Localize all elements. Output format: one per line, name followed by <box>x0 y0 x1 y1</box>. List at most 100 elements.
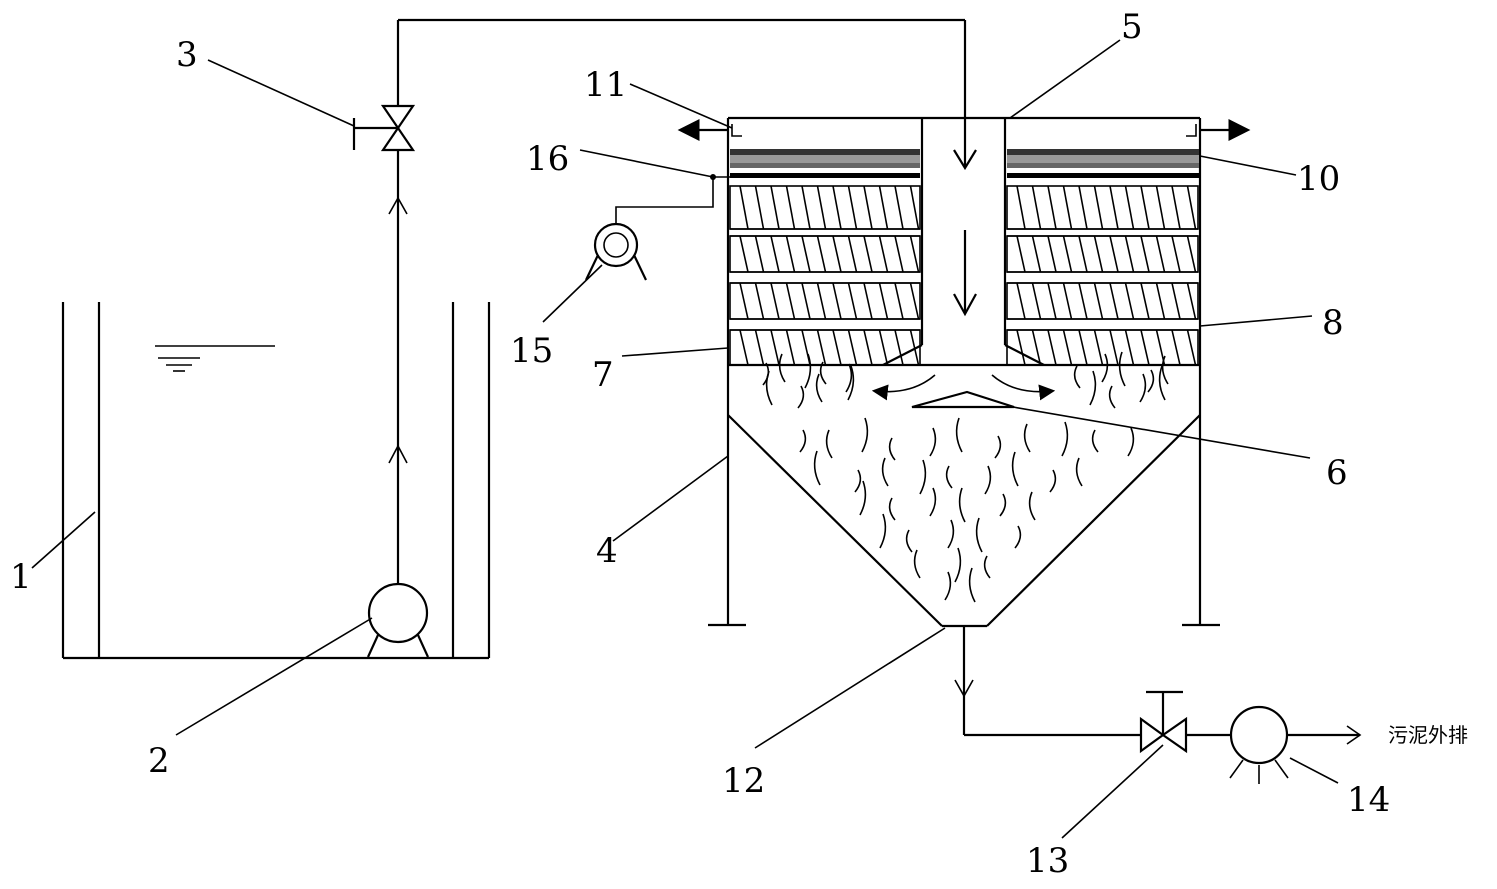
sludge-floc <box>1014 525 1022 549</box>
sludge-floc <box>1073 365 1081 389</box>
sludge-floc <box>1139 373 1147 403</box>
packing-hatch <box>739 235 749 273</box>
sludge-floc <box>994 435 1002 459</box>
label-6: 6 <box>1326 453 1348 493</box>
packing-hatch <box>909 282 920 320</box>
sludge-floc <box>1061 421 1069 457</box>
packing-hatch <box>832 185 842 230</box>
packing-hatch <box>816 329 827 366</box>
distributor-cone <box>871 374 1056 409</box>
packing-hatch <box>1186 235 1197 273</box>
packing-hatch <box>1093 329 1104 366</box>
sludge-floc <box>799 429 807 453</box>
packing-hatch <box>1140 185 1150 230</box>
packing-hatch <box>1186 329 1197 366</box>
packing-hatch <box>801 235 811 273</box>
packing-block <box>1006 185 1199 230</box>
packing-hatch <box>1016 282 1026 320</box>
packing-hatch <box>1109 282 1119 320</box>
packing-hatch <box>1062 329 1073 366</box>
packing-hatch <box>754 235 765 273</box>
sludge-outlet-pipe <box>954 626 1362 745</box>
leader-lines <box>31 39 1339 839</box>
sludge-floc <box>1101 353 1109 383</box>
packing-hatch <box>878 329 889 366</box>
packing-hatch <box>739 329 749 366</box>
label-14: 14 <box>1347 780 1390 820</box>
packing-hatch <box>847 235 858 273</box>
label-15: 15 <box>510 331 553 371</box>
packing-hatch <box>816 235 827 273</box>
packing-hatch <box>785 185 796 230</box>
packing-hatch <box>739 282 749 320</box>
sludge-floc <box>944 571 952 601</box>
packing-hatch <box>847 282 858 320</box>
sludge-floc <box>861 417 869 453</box>
packing-hatch <box>832 282 842 320</box>
sludge-floc <box>1075 457 1083 487</box>
packing-hatch <box>1171 329 1181 366</box>
packing-hatch <box>770 282 780 320</box>
sludge-floc <box>1158 365 1166 401</box>
sludge-floc <box>983 555 991 579</box>
sludge-floc <box>945 465 953 489</box>
sludge-floc <box>859 480 867 516</box>
packing-hatch <box>832 329 842 366</box>
packing-hatch <box>1016 185 1026 230</box>
sludge-floc <box>1108 385 1116 409</box>
packing-hatch <box>1016 235 1026 273</box>
sludge-floc <box>1118 351 1126 387</box>
sludge-floc <box>1147 369 1155 393</box>
packing-hatch <box>1047 185 1057 230</box>
media-layers <box>730 149 1199 178</box>
sludge-floc <box>905 529 913 553</box>
label-10: 10 <box>1297 159 1340 199</box>
packing-hatch <box>1093 185 1104 230</box>
sludge-floc <box>804 353 812 389</box>
packing-hatch <box>1124 235 1135 273</box>
packing-hatch <box>1124 329 1135 366</box>
packing-hatch <box>1093 282 1104 320</box>
sludge-floc <box>947 519 955 549</box>
lift-pump <box>366 582 430 658</box>
packing-hatch <box>1047 282 1057 320</box>
packing-hatch <box>785 235 796 273</box>
packing-hatch <box>878 185 889 230</box>
sludge-floc <box>1089 370 1097 406</box>
packing-block <box>1006 235 1199 273</box>
sludge-valve <box>1139 690 1188 754</box>
sludge-floc <box>1023 423 1031 453</box>
sludge-zone <box>762 351 1169 603</box>
packing-hatch <box>1031 185 1042 230</box>
packing-hatch <box>1140 235 1150 273</box>
packing-hatch <box>1171 185 1181 230</box>
packing-hatch <box>754 329 765 366</box>
sludge-floc <box>854 469 862 493</box>
packing-block <box>1006 282 1199 320</box>
packing-hatch <box>909 235 920 273</box>
packing-hatch <box>1078 329 1088 366</box>
packing-hatch <box>754 185 765 230</box>
water-level-symbol <box>155 345 275 372</box>
sludge-floc <box>955 417 963 453</box>
label-3: 3 <box>176 35 198 75</box>
packing-hatch <box>894 282 904 320</box>
label-2: 2 <box>148 741 170 781</box>
sludge-floc <box>954 547 962 583</box>
aeration-blower <box>585 174 730 281</box>
label-7: 7 <box>592 355 614 395</box>
packing-hatch <box>863 282 873 320</box>
packing-hatch <box>909 329 920 366</box>
packing-hatch <box>863 235 873 273</box>
sludge-floc <box>975 517 983 553</box>
packing-hatch <box>847 329 858 366</box>
packing-hatch <box>878 282 889 320</box>
label-5: 5 <box>1121 7 1143 47</box>
sludge-floc <box>919 459 927 495</box>
packing-blocks <box>729 185 1199 366</box>
sludge-floc <box>888 497 896 521</box>
sludge-floc <box>999 493 1007 517</box>
packing-hatch <box>801 282 811 320</box>
sludge-floc <box>765 370 773 406</box>
